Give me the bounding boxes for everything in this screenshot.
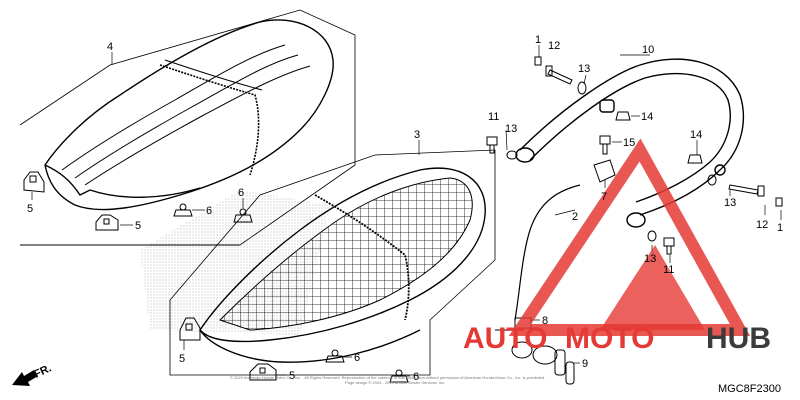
bolt-15 (599, 135, 611, 155)
clip-5c (179, 317, 201, 341)
callout-6d: 6 (413, 371, 419, 383)
lock-7 (593, 159, 616, 183)
nut-6d (389, 369, 409, 383)
callout-7: 7 (601, 191, 607, 203)
leader-lines (31, 45, 782, 377)
washer-13c (707, 174, 717, 186)
bolt-1b (775, 197, 783, 207)
callout-15: 15 (623, 137, 635, 149)
callout-10: 10 (642, 44, 654, 56)
key-lock-assembly (495, 317, 575, 385)
callout-13b: 13 (505, 123, 517, 135)
washer-13a (577, 81, 587, 95)
callout-4: 4 (107, 41, 113, 53)
callout-11a: 11 (488, 111, 499, 123)
callout-5d: 5 (289, 370, 295, 382)
copyright-line-2: Page design © 2004 - 2020 Arcane Dealer … (345, 380, 445, 385)
clip-5d (249, 363, 277, 381)
grab-rail (515, 58, 745, 228)
callout-12b: 12 (756, 219, 768, 231)
bolt-11b (663, 237, 675, 255)
seat-cable (514, 184, 581, 321)
nut-14a (615, 111, 631, 121)
clip-5b (95, 214, 119, 231)
callout-14b: 14 (690, 129, 702, 141)
callout-3: 3 (414, 129, 420, 141)
fr-label: FR. (32, 362, 53, 380)
callout-11b: 11 (663, 264, 674, 276)
callout-9: 9 (582, 358, 588, 370)
watermark-auto: AUTO (463, 322, 547, 355)
callout-13a: 13 (578, 63, 590, 75)
watermark-text: AUTO MOTO HUB (463, 322, 771, 355)
callout-6b: 6 (238, 187, 244, 199)
bolt-1a (534, 56, 542, 66)
callout-1a: 1 (535, 34, 541, 46)
callout-1b: 1 (777, 222, 783, 234)
callout-5a: 5 (27, 203, 33, 215)
fr-arrow-icon (12, 370, 38, 386)
callout-numbers: 4 5 5 6 6 3 5 5 6 6 1 12 13 10 11 13 14 … (27, 34, 783, 383)
clip-5a (23, 171, 45, 193)
watermark-logo-icon (508, 138, 751, 336)
bolt-12b (728, 184, 765, 197)
callout-6c: 6 (354, 352, 360, 364)
callout-12a: 12 (548, 40, 560, 52)
callout-2: 2 (572, 211, 578, 223)
diagram-code: MGC8F2300 (718, 383, 781, 395)
seat-upper (44, 19, 334, 211)
seat-lower (199, 167, 486, 363)
callout-13c: 13 (724, 197, 736, 209)
nut-6c (325, 349, 345, 363)
callout-13d: 13 (644, 253, 656, 265)
callout-6a: 6 (206, 205, 212, 217)
watermark-moto: MOTO (565, 322, 654, 355)
bolt-11a (486, 136, 498, 154)
callout-5c: 5 (179, 353, 185, 365)
callout-14a: 14 (641, 111, 653, 123)
nut-6a (173, 203, 193, 217)
copyright-line-1: © 2020 American Honda Motor Co., Inc. - … (230, 375, 545, 380)
washer-13d (647, 230, 657, 242)
watermark-hub: HUB (706, 322, 771, 355)
bolt-12a (545, 65, 573, 85)
washer-13b (506, 150, 518, 160)
callout-8: 8 (542, 315, 548, 327)
callout-5b: 5 (135, 220, 141, 232)
frame-lower-seat (169, 149, 496, 376)
nut-14b (687, 154, 703, 164)
